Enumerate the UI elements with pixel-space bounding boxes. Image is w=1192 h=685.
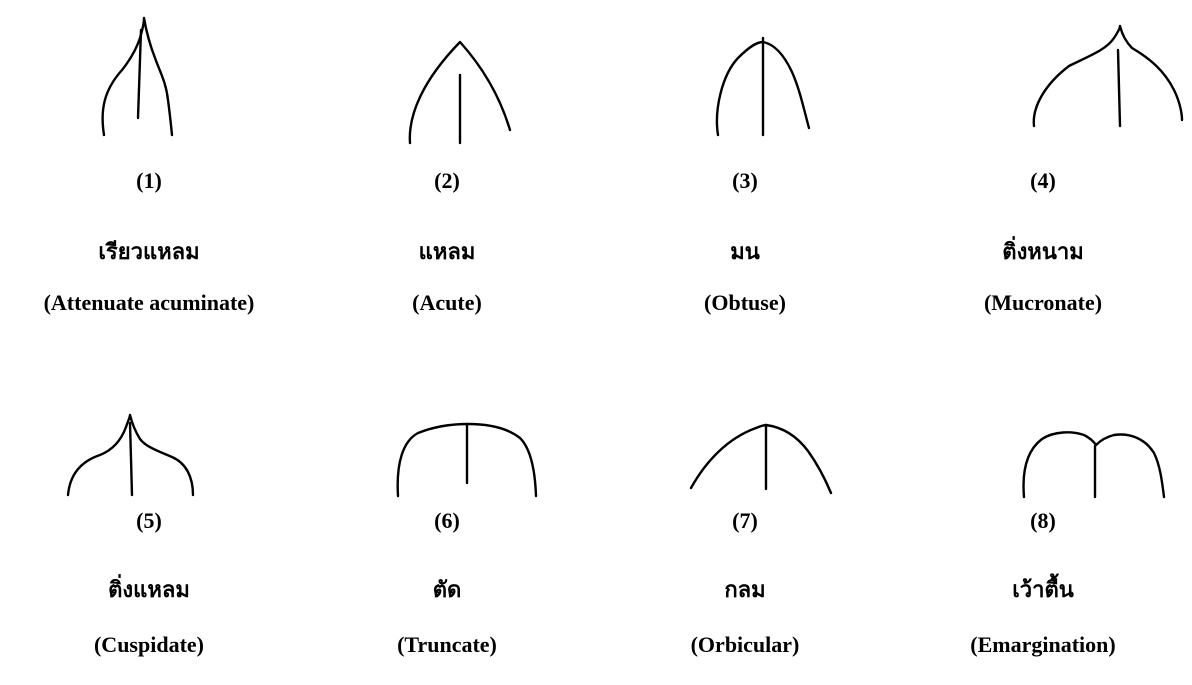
apex-item-emargination: (8) เว้าตื้น (Emargination) [894, 343, 1192, 685]
item-number: (8) [1030, 508, 1056, 533]
mucronate-shape-icon [1032, 24, 1184, 128]
item-english-name: (Emargination) [970, 632, 1116, 657]
item-thai-name: เว้าตื้น [1012, 578, 1074, 603]
item-number: (4) [1030, 168, 1056, 193]
truncate-shape-icon [396, 422, 538, 498]
apex-item-orbicular: (7) กลม (Orbicular) [596, 343, 894, 685]
item-number: (3) [732, 168, 758, 193]
item-english-name: (Orbicular) [690, 632, 800, 657]
item-number: (2) [434, 168, 460, 193]
item-english-name: (Truncate) [397, 632, 497, 657]
apex-item-truncate: (6) ตัด (Truncate) [298, 343, 596, 685]
acute-shape-icon [408, 40, 512, 145]
item-number: (5) [136, 508, 162, 533]
item-english-name: (Obtuse) [704, 290, 786, 315]
apex-item-acute: (2) แหลม (Acute) [298, 0, 596, 342]
emargination-shape-icon [1022, 431, 1166, 499]
attenuate-acuminate-shape-icon [101, 16, 174, 137]
item-english-name: (Mucronate) [983, 290, 1103, 315]
cuspidate-shape-icon [66, 413, 195, 497]
item-number: (6) [434, 508, 460, 533]
item-english-name: (Acute) [412, 290, 482, 315]
obtuse-shape-icon [715, 36, 811, 137]
item-thai-name: แหลม [418, 240, 476, 265]
orbicular-shape-icon [689, 423, 833, 495]
apex-item-cuspidate: (5) ติ่งแหลม (Cuspidate) [0, 343, 298, 685]
apex-item-obtuse: (3) มน (Obtuse) [596, 0, 894, 342]
item-english-name: (Attenuate acuminate) [43, 290, 255, 315]
apex-item-attenuate: (1) เรียวแหลม (Attenuate acuminate) [0, 0, 298, 342]
item-english-name: (Cuspidate) [93, 632, 204, 657]
item-number: (7) [732, 508, 758, 533]
item-number: (1) [136, 168, 162, 193]
item-thai-name: ตัด [432, 578, 462, 603]
item-thai-name: ติ่งแหลม [108, 578, 190, 603]
item-thai-name: มน [730, 240, 760, 265]
item-thai-name: เรียวแหลม [98, 240, 200, 265]
item-thai-name: ติ่งหนาม [1002, 240, 1084, 265]
item-thai-name: กลม [724, 578, 766, 603]
apex-item-mucronate: (4) ติ่งหนาม (Mucronate) [894, 0, 1192, 342]
